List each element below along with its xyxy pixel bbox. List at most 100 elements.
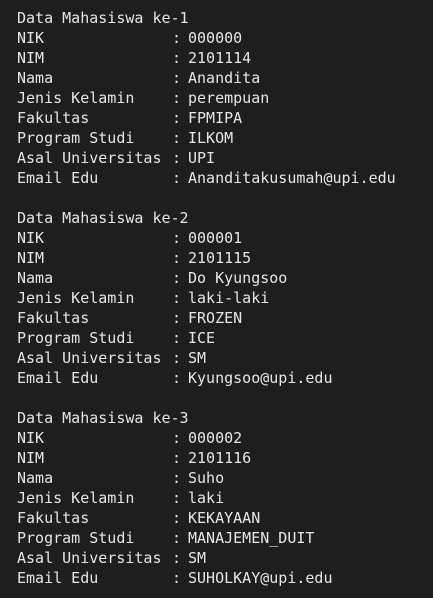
field-label: Program Studi [17, 329, 135, 347]
field-row: NIM:2101115 [17, 248, 433, 268]
field-label: Nama [17, 69, 54, 87]
field-value: Do Kyungsoo [188, 269, 288, 287]
field-label: Email Edu [17, 569, 99, 587]
field-label: NIK [17, 429, 45, 447]
field-separator: : [172, 369, 182, 387]
field-separator: : [172, 469, 182, 487]
field-row: Jenis Kelamin: laki-laki [17, 288, 433, 308]
field-row: NIK:000000 [17, 28, 433, 48]
field-row: Nama: Suho [17, 468, 433, 488]
field-separator: : [172, 489, 182, 507]
field-label: Nama [17, 269, 54, 287]
field-row: Fakultas: FPMIPA [17, 108, 433, 128]
field-separator: : [172, 309, 182, 327]
field-separator: : [172, 29, 182, 47]
field-value: KEKAYAAN [188, 509, 261, 527]
field-value: 2101115 [188, 249, 252, 267]
field-separator: : [172, 269, 182, 287]
field-separator: : [172, 349, 182, 367]
field-row: Asal Universitas: UPI [17, 148, 433, 168]
field-separator: : [172, 529, 182, 547]
field-row: Email Edu: Ananditakusumah@upi.edu [17, 168, 433, 188]
field-label: Jenis Kelamin [17, 289, 135, 307]
field-separator: : [172, 429, 182, 447]
field-row: Fakultas: KEKAYAAN [17, 508, 433, 528]
field-separator: : [172, 89, 182, 107]
field-row: NIM:2101114 [17, 48, 433, 68]
field-label: Program Studi [17, 129, 135, 147]
field-separator: : [172, 509, 182, 527]
field-value: MANAJEMEN_DUIT [188, 529, 315, 547]
field-row: NIK:000002 [17, 428, 433, 448]
field-separator: : [172, 549, 182, 567]
field-label: NIM [17, 449, 45, 467]
field-value: ILKOM [188, 129, 234, 147]
record-title: Data Mahasiswa ke-1 [17, 9, 189, 27]
field-separator: : [172, 109, 182, 127]
field-label: Jenis Kelamin [17, 89, 135, 107]
field-row: Nama:Anandita [17, 68, 433, 88]
field-separator: : [172, 229, 182, 247]
field-label: Nama [17, 469, 54, 487]
field-separator: : [172, 329, 182, 347]
record-block: Data Mahasiswa ke-3 NIK:000002 NIM:21011… [17, 408, 433, 588]
field-row: Program Studi: MANAJEMEN_DUIT [17, 528, 433, 548]
field-row: Program Studi:ILKOM [17, 128, 433, 148]
field-row: Jenis Kelamin:perempuan [17, 88, 433, 108]
field-label: NIM [17, 249, 45, 267]
field-label: Asal Universitas [17, 149, 162, 167]
field-value: Suho [188, 469, 225, 487]
field-value: 2101114 [188, 49, 252, 67]
field-label: Fakultas [17, 109, 90, 127]
field-label: Jenis Kelamin [17, 489, 135, 507]
record-title: Data Mahasiswa ke-2 [17, 209, 189, 227]
field-label: Fakultas [17, 309, 90, 327]
field-value: 000001 [188, 229, 243, 247]
field-value: FPMIPA [188, 109, 243, 127]
field-separator: : [172, 49, 182, 67]
field-row: Asal Universitas: SM [17, 348, 433, 368]
field-label: NIK [17, 229, 45, 247]
field-separator: : [172, 149, 182, 167]
field-row: Email Edu: SUHOLKAY@upi.edu [17, 568, 433, 588]
field-value: UPI [188, 149, 216, 167]
field-value: FROZEN [188, 309, 243, 327]
field-separator: : [172, 69, 182, 87]
field-label: Fakultas [17, 509, 90, 527]
field-value: Kyungsoo@upi.edu [188, 369, 333, 387]
field-label: NIK [17, 29, 45, 47]
field-value: SM [188, 549, 207, 567]
field-row: Nama: Do Kyungsoo [17, 268, 433, 288]
field-separator: : [172, 169, 182, 187]
field-value: 000000 [188, 29, 243, 47]
field-row: NIM:2101116 [17, 448, 433, 468]
field-value: laki [188, 489, 225, 507]
field-label: Email Edu [17, 169, 99, 187]
field-row: Jenis Kelamin: laki [17, 488, 433, 508]
field-row: Program Studi: ICE [17, 328, 433, 348]
field-label: Email Edu [17, 369, 99, 387]
field-value: SUHOLKAY@upi.edu [188, 569, 333, 587]
field-separator: : [172, 289, 182, 307]
field-value: Ananditakusumah@upi.edu [188, 169, 396, 187]
field-value: 000002 [188, 429, 243, 447]
field-separator: : [172, 249, 182, 267]
field-label: Asal Universitas [17, 349, 162, 367]
field-value: SM [188, 349, 207, 367]
field-row: Asal Universitas: SM [17, 548, 433, 568]
field-label: NIM [17, 49, 45, 67]
field-value: laki-laki [188, 289, 270, 307]
record-title: Data Mahasiswa ke-3 [17, 409, 189, 427]
field-row: Fakultas: FROZEN [17, 308, 433, 328]
record-block: Data Mahasiswa ke-1 NIK:000000 NIM:21011… [17, 8, 433, 188]
field-label: Program Studi [17, 529, 135, 547]
field-separator: : [172, 569, 182, 587]
field-row: NIK:000001 [17, 228, 433, 248]
field-value: 2101116 [188, 449, 252, 467]
field-label: Asal Universitas [17, 549, 162, 567]
record-block: Data Mahasiswa ke-2 NIK:000001 NIM:21011… [17, 208, 433, 388]
field-value: ICE [188, 329, 216, 347]
field-row: Email Edu: Kyungsoo@upi.edu [17, 368, 433, 388]
field-separator: : [172, 449, 182, 467]
